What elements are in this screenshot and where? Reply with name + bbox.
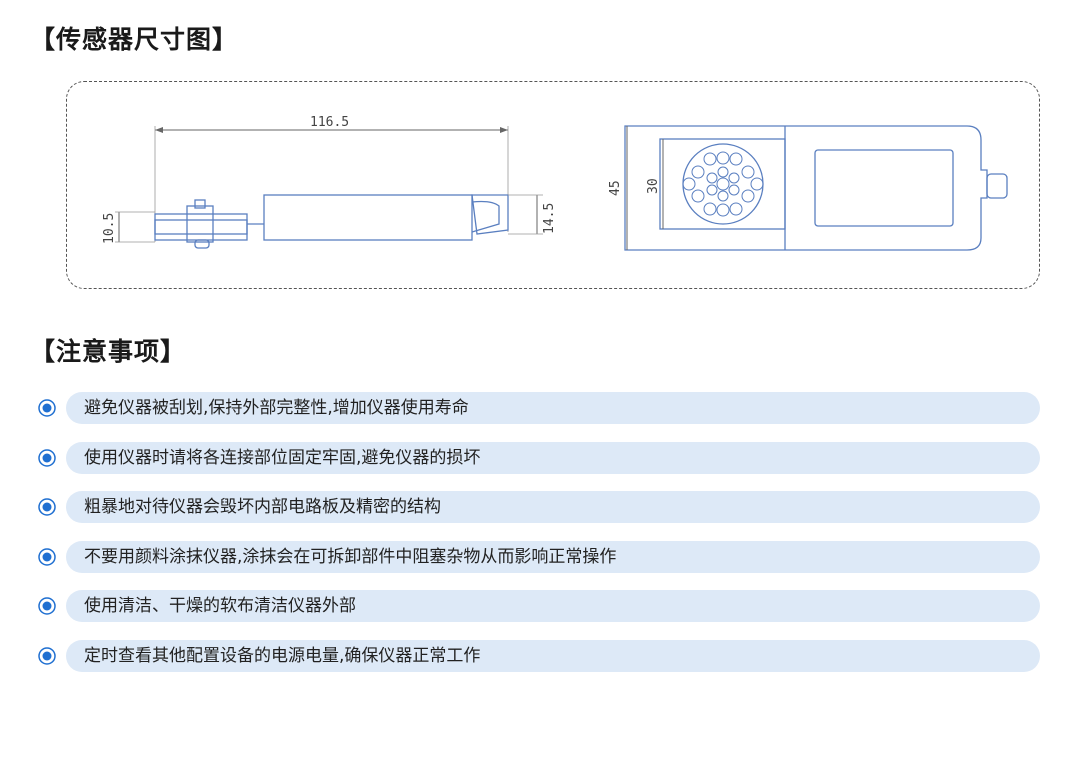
- dim-length: 116.5: [310, 115, 349, 130]
- note-item: 使用仪器时请将各连接部位固定牢固,避免仪器的损坏: [36, 441, 1040, 474]
- dimension-drawing: 116.5 10.5 14.5: [66, 81, 1040, 289]
- dim-inner-height: 30: [646, 178, 661, 194]
- note-text: 定时查看其他配置设备的电源电量,确保仪器正常工作: [84, 645, 481, 666]
- dim-outer-height: 45: [608, 180, 623, 196]
- sensor-drawing-svg: 116.5 10.5 14.5: [102, 115, 1008, 251]
- note-item: 粗暴地对待仪器会毁坏内部电路板及精密的结构: [36, 491, 1040, 523]
- note-item: 不要用颜料涂抹仪器,涂抹会在可拆卸部件中阻塞杂物从而影响正常操作: [36, 540, 1040, 573]
- notes-title: 【注意事项】: [30, 337, 187, 366]
- side-view: [115, 126, 543, 249]
- note-item: 避免仪器被刮划,保持外部完整性,增加仪器使用寿命: [36, 392, 1040, 424]
- note-item: 使用清洁、干燥的软布清洁仪器外部: [36, 590, 1040, 622]
- note-text: 使用清洁、干燥的软布清洁仪器外部: [84, 596, 356, 616]
- bullet-icon: [38, 597, 56, 615]
- top-view: [624, 125, 1008, 251]
- note-bar: [66, 540, 1040, 573]
- bullet-icon: [38, 448, 56, 467]
- bullet-icon: [38, 646, 56, 665]
- bullet-icon: [38, 498, 56, 516]
- dim-thickness: 10.5: [102, 213, 117, 244]
- bullet-icon: [38, 547, 56, 566]
- note-bar: [66, 639, 1040, 672]
- note-bar: [66, 491, 1040, 523]
- note-bar: [66, 392, 1040, 424]
- note-text: 避免仪器被刮划,保持外部完整性,增加仪器使用寿命: [84, 398, 469, 418]
- sensor-dimensions-title: 【传感器尺寸图】: [30, 25, 239, 54]
- dim-handle-height: 14.5: [542, 203, 557, 234]
- bullet-icon: [38, 399, 56, 417]
- note-text: 粗暴地对待仪器会毁坏内部电路板及精密的结构: [84, 497, 441, 517]
- note-text: 不要用颜料涂抹仪器,涂抹会在可拆卸部件中阻塞杂物从而影响正常操作: [84, 546, 617, 567]
- notes-list: 避免仪器被刮划,保持外部完整性,增加仪器使用寿命 使用仪器时请将各连接部位固定牢…: [36, 392, 1040, 689]
- note-text: 使用仪器时请将各连接部位固定牢固,避免仪器的损坏: [84, 447, 481, 468]
- note-bar: [66, 590, 1040, 622]
- note-item: 定时查看其他配置设备的电源电量,确保仪器正常工作: [36, 639, 1040, 672]
- note-bar: [66, 441, 1040, 474]
